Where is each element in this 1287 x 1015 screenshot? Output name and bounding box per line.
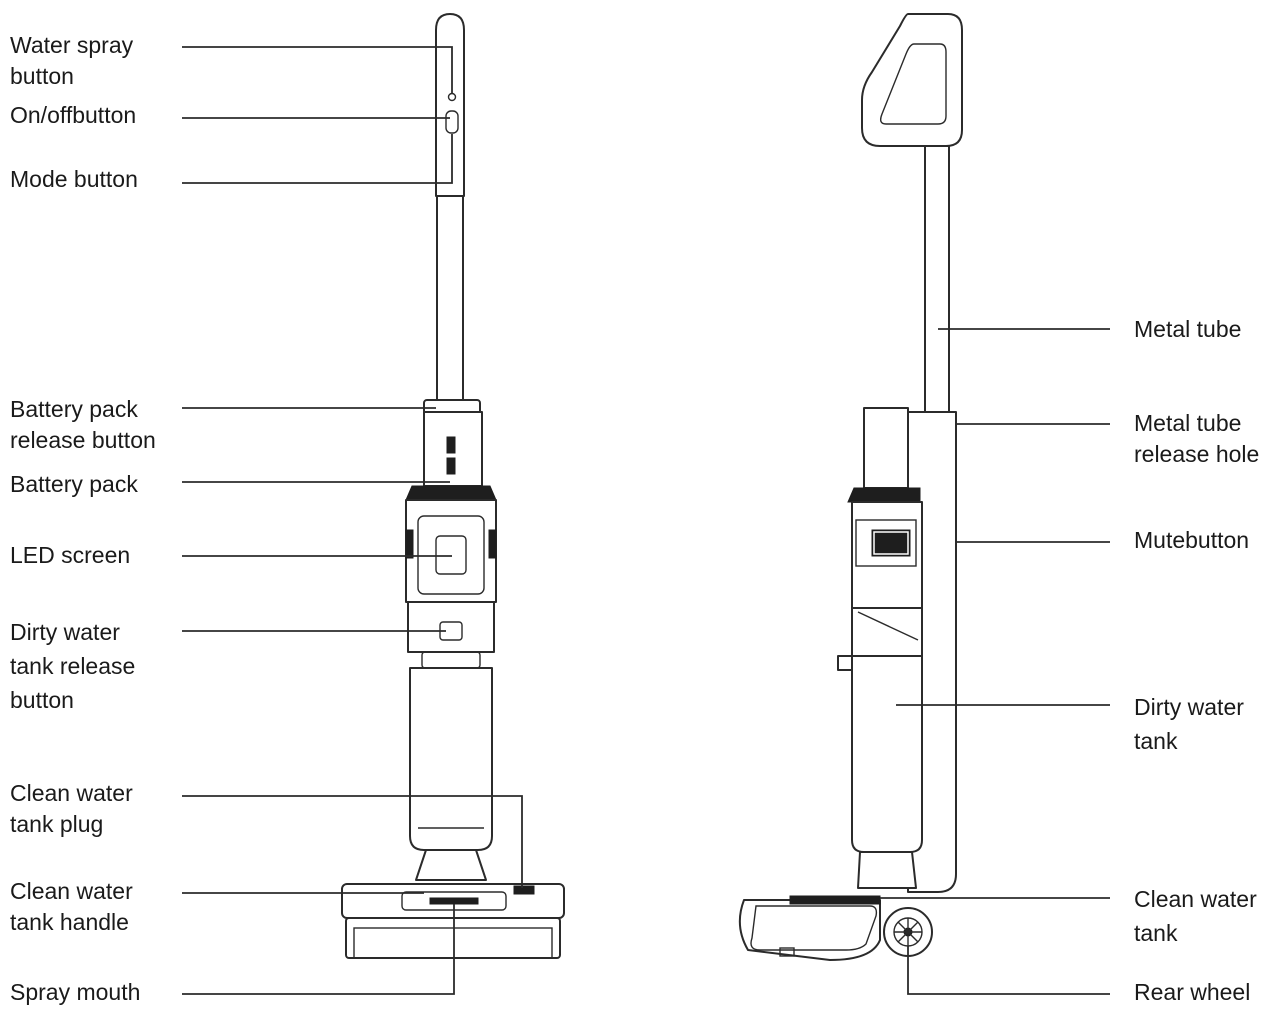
label-line: tank plug — [10, 811, 104, 837]
side-view-device — [738, 13, 963, 961]
label-led-screen: LED screen — [10, 540, 130, 571]
label-line: Clean water — [10, 878, 133, 904]
label-line: Clean water — [10, 780, 133, 806]
label-line: Spray mouth — [10, 979, 141, 1005]
label-line: Metal tube — [1134, 316, 1242, 342]
label-line: tank handle — [10, 909, 129, 935]
label-line: release hole — [1134, 441, 1260, 467]
label-line: LED screen — [10, 542, 131, 568]
front-view-device — [341, 13, 565, 959]
label-line: tank release — [10, 653, 136, 679]
label-line: Rear wheel — [1134, 979, 1251, 1005]
label-spray-mouth: Spray mouth — [10, 977, 140, 1008]
label-water-spray-button: Water spray button — [10, 30, 133, 92]
label-line: button — [10, 687, 74, 713]
label-mute-button: Mutebutton — [1134, 525, 1249, 556]
label-rear-wheel: Rear wheel — [1134, 977, 1250, 1008]
label-line: button — [10, 63, 74, 89]
label-line: Mutebutton — [1134, 527, 1250, 553]
label-line: release button — [10, 427, 156, 453]
label-line: tank — [1134, 920, 1178, 946]
label-dirty-water-tank-release-button: Dirty water tank release button — [10, 615, 135, 717]
label-line: Water spray — [10, 32, 134, 58]
label-on-off-button: On/offbutton — [10, 100, 136, 131]
label-metal-tube: Metal tube — [1134, 314, 1241, 345]
label-dirty-water-tank: Dirty water tank — [1134, 690, 1244, 758]
label-clean-water-tank: Clean water tank — [1134, 882, 1257, 950]
label-clean-water-tank-handle: Clean water tank handle — [10, 876, 133, 938]
label-line: Dirty water — [10, 619, 120, 645]
leader-lines — [182, 46, 1110, 995]
label-battery-pack: Battery pack — [10, 469, 138, 500]
label-line: Battery pack — [10, 471, 138, 497]
label-line: On/offbutton — [10, 102, 137, 128]
label-mode-button: Mode button — [10, 164, 138, 195]
label-line: Battery pack — [10, 396, 138, 422]
label-line: Mode button — [10, 166, 138, 192]
label-clean-water-tank-plug: Clean water tank plug — [10, 778, 133, 840]
label-line: Clean water — [1134, 886, 1257, 912]
label-line: Dirty water — [1134, 694, 1244, 720]
label-line: Metal tube — [1134, 410, 1242, 436]
label-battery-pack-release-button: Battery pack release button — [10, 394, 156, 456]
label-metal-tube-release-hole: Metal tube release hole — [1134, 408, 1259, 470]
label-line: tank — [1134, 728, 1178, 754]
